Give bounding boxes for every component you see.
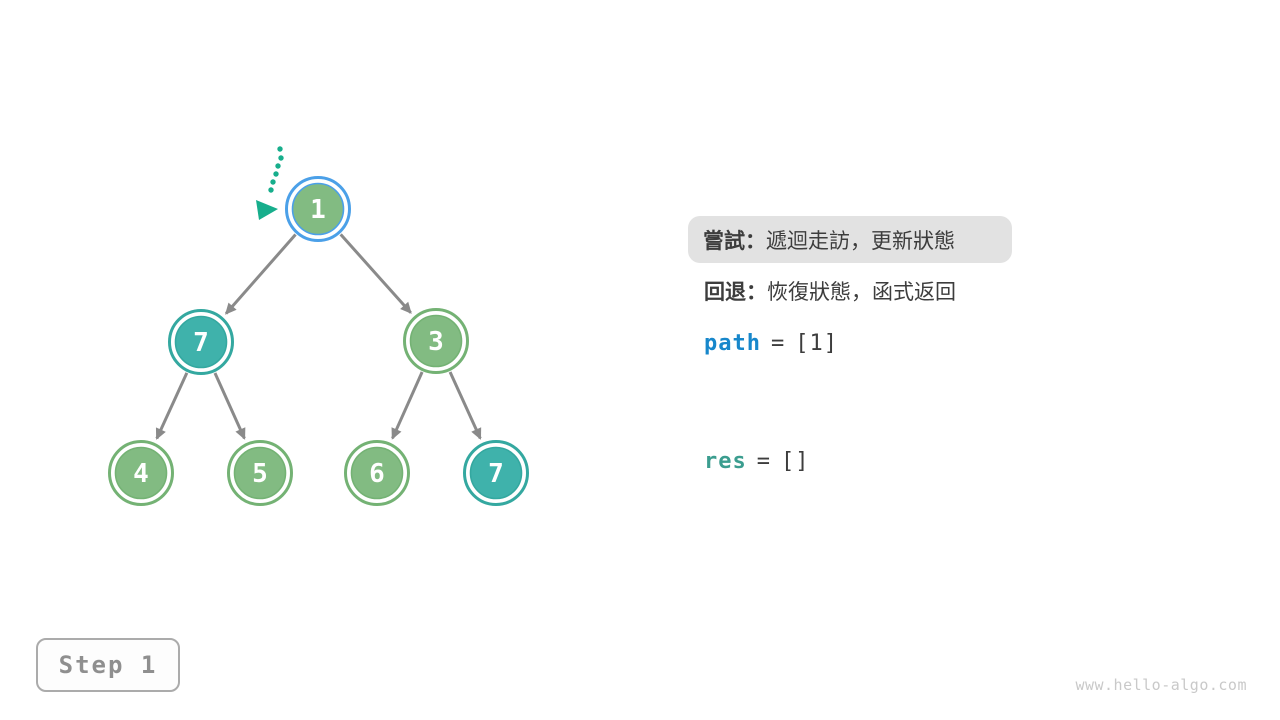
pointer-dot (273, 171, 279, 177)
tree-edge (391, 371, 424, 440)
tree-node: 6 (344, 440, 410, 506)
pointer-arrowhead (256, 200, 278, 220)
backtrack-text: 恢復狀態，函式返回 (767, 281, 956, 304)
step-badge: Step 1 (36, 638, 180, 692)
res-variable-value: [] (781, 448, 810, 474)
node-value-label: 4 (133, 459, 149, 489)
tree-node: 5 (227, 440, 293, 506)
res-variable-line: res = [] (704, 446, 810, 476)
tree-node: 1 (285, 176, 351, 242)
node-value-label: 7 (488, 459, 504, 489)
node-value-label: 3 (428, 327, 444, 357)
try-step-description: 嘗試：遞迴走訪，更新狀態 (688, 216, 1012, 263)
res-equals-sign: = (756, 448, 771, 474)
tree-node: 7 (463, 440, 529, 506)
try-label: 嘗試： (703, 229, 766, 253)
path-variable-value: [1] (795, 330, 838, 356)
node-value-label: 1 (310, 195, 326, 225)
res-variable-name: res (704, 448, 747, 474)
pointer-dot (278, 155, 284, 161)
backtrack-label: 回退： (704, 281, 767, 304)
path-variable-name: path (704, 330, 761, 356)
pointer-dot (277, 146, 283, 152)
try-text: 遞迴走訪，更新狀態 (766, 229, 955, 253)
backtrack-step-description: 回退：恢復狀態，函式返回 (704, 277, 956, 305)
node-value-label: 6 (369, 459, 385, 489)
tree-node: 4 (108, 440, 174, 506)
tree-edge (339, 233, 412, 314)
node-value-label: 5 (252, 459, 268, 489)
tree-node: 3 (403, 308, 469, 374)
tree-edge (224, 233, 297, 315)
node-value-label: 7 (193, 328, 209, 358)
tree-edge (448, 371, 482, 440)
tree-node: 7 (168, 309, 234, 375)
path-variable-line: path = [1] (704, 328, 838, 358)
step-badge-label: Step 1 (58, 651, 158, 679)
watermark: www.hello-algo.com (1075, 676, 1247, 694)
path-equals-sign: = (770, 330, 786, 356)
tree-edge (213, 372, 246, 440)
pointer-dot (268, 187, 274, 193)
tree-edge (155, 372, 189, 440)
pointer-dot (270, 179, 276, 185)
pointer-dot (275, 163, 281, 169)
